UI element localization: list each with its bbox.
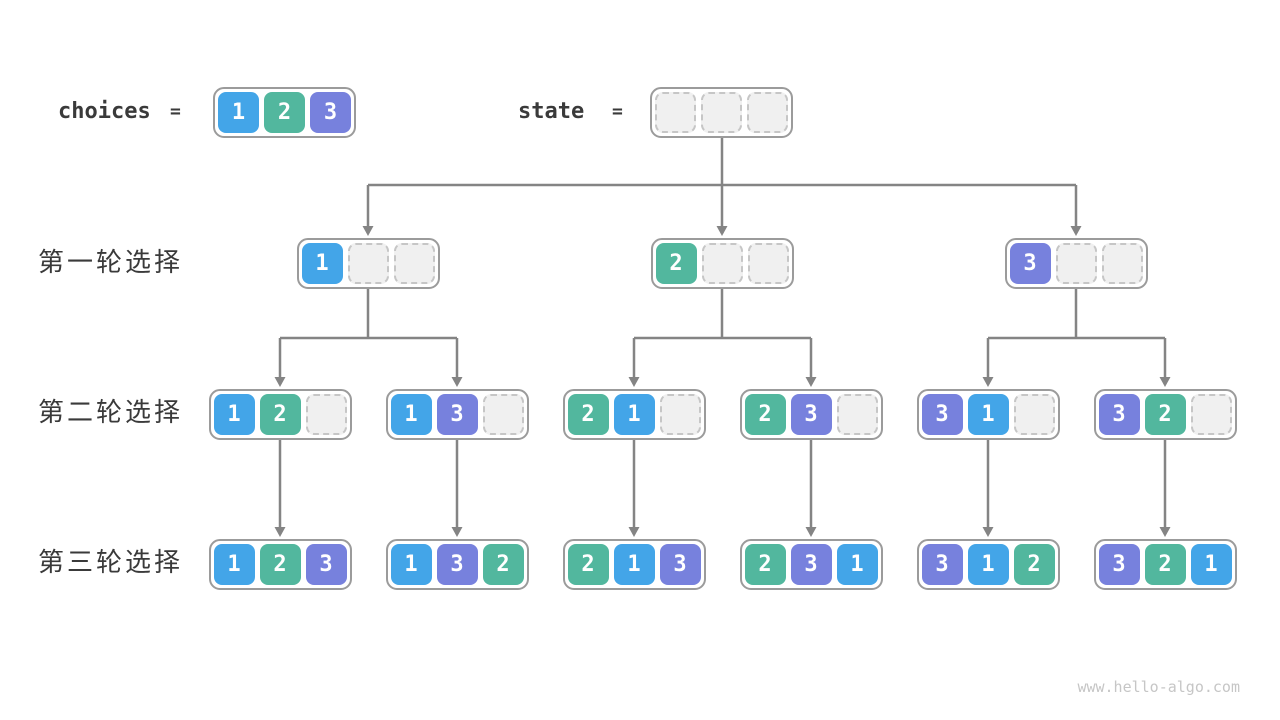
array-cell: 2 [482,544,524,585]
array-cell-empty [747,92,788,133]
arrowhead-down-icon [716,226,728,236]
array-cell-empty [1013,394,1055,435]
array-cell: 3 [1098,544,1140,585]
array-cell-empty [659,394,701,435]
array-cell-empty [482,394,524,435]
arrowhead-down-icon [805,377,817,387]
choices-equals-sign: = [170,101,181,122]
array-cell: 3 [436,394,478,435]
state-array [650,87,793,138]
array-cell-empty [701,243,743,284]
array-cell: 2 [259,394,301,435]
array-cell-empty [701,92,742,133]
array-cell: 2 [744,544,786,585]
array-cell-empty [393,243,435,284]
array-cell: 2 [567,544,609,585]
array-cell: 3 [790,394,832,435]
arrowhead-down-icon [982,527,994,537]
array-cell: 3 [310,92,351,133]
arrowhead-down-icon [628,377,640,387]
array-cell-empty [655,92,696,133]
array-cell: 2 [567,394,609,435]
arrowhead-down-icon [451,527,463,537]
array-cell: 1 [967,544,1009,585]
array-cell: 2 [264,92,305,133]
array-cell: 1 [390,394,432,435]
array-cell: 3 [1098,394,1140,435]
state-label: state [518,99,585,124]
arrowhead-down-icon [274,377,286,387]
array-cell: 2 [655,243,697,284]
round-2-label: 第二轮选择 [38,398,184,428]
array-cell-empty [1055,243,1097,284]
array-cell-empty [1101,243,1143,284]
arrowhead-down-icon [451,377,463,387]
array-cell: 1 [301,243,343,284]
array-cell: 3 [921,544,963,585]
array-cell-empty [1190,394,1232,435]
array-cell: 1 [613,544,655,585]
array-cell-empty [305,394,347,435]
state-equals-sign: = [612,101,623,122]
array-cell: 2 [1013,544,1055,585]
round-1-label: 第一轮选择 [38,248,184,278]
round1-node-2: 2 [650,238,794,289]
array-cell: 3 [436,544,478,585]
array-cell: 3 [305,544,347,585]
array-cell: 1 [967,394,1009,435]
arrowhead-down-icon [805,527,817,537]
arrowhead-down-icon [628,527,640,537]
array-cell-empty [347,243,389,284]
arrowhead-down-icon [274,527,286,537]
arrowhead-down-icon [1159,377,1171,387]
array-cell: 3 [1009,243,1051,284]
array-cell: 3 [921,394,963,435]
round1-node-1: 1 [296,238,440,289]
array-cell: 3 [659,544,701,585]
array-cell: 2 [1144,394,1186,435]
array-cell: 1 [613,394,655,435]
round-3-label: 第三轮选择 [38,548,184,578]
choices-label: choices [58,99,151,124]
arrowhead-down-icon [1159,527,1171,537]
array-cell: 2 [1144,544,1186,585]
array-cell: 1 [836,544,878,585]
array-cell: 1 [218,92,259,133]
array-cell-empty [836,394,878,435]
watermark: www.hello-algo.com [1077,678,1240,696]
array-cell: 3 [790,544,832,585]
arrowhead-down-icon [982,377,994,387]
arrowhead-down-icon [1070,226,1082,236]
array-cell: 1 [390,544,432,585]
array-cell: 2 [259,544,301,585]
array-cell: 1 [213,394,255,435]
array-cell-empty [747,243,789,284]
arrowhead-down-icon [362,226,374,236]
round1-node-3: 3 [1004,238,1148,289]
array-cell: 2 [744,394,786,435]
array-cell: 1 [213,544,255,585]
array-cell: 1 [1190,544,1232,585]
